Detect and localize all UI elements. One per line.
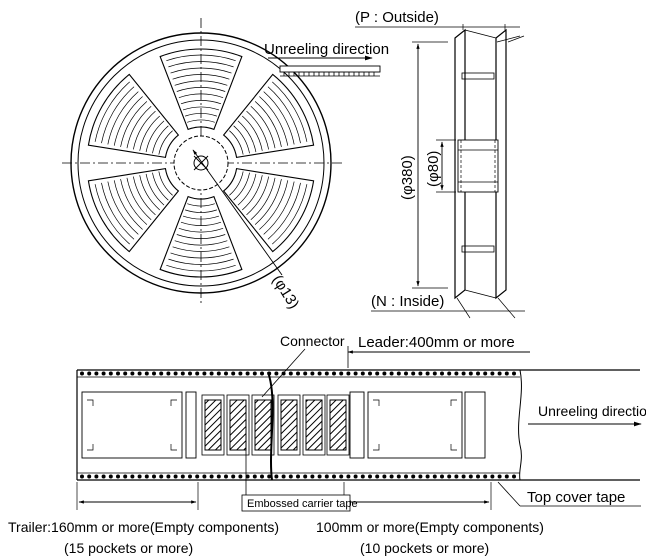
empty-pocket <box>464 391 486 459</box>
reel-window <box>87 168 180 253</box>
reel-window <box>159 48 243 131</box>
sprocket-holes <box>80 371 516 479</box>
dia-13-label: (φ13) <box>269 272 303 312</box>
empty-pocket <box>81 391 183 459</box>
empty-pocket <box>185 391 197 459</box>
carrier-tape-view: Connector Leader:400mm or more Unreeling… <box>8 333 646 556</box>
empty-pockets <box>81 391 486 459</box>
reel-window <box>87 73 180 158</box>
dia-80-label: (φ80) <box>425 151 442 187</box>
dia-380-label: (φ380) <box>399 155 416 200</box>
leader-label: Leader:400mm or more <box>358 334 515 351</box>
tape-unreeling-direction-label: Unreeling direction <box>538 403 646 419</box>
outside-label: (P : Outside) <box>355 9 439 26</box>
side-flange-right <box>495 28 507 300</box>
connector-label: Connector <box>280 333 345 349</box>
reel-unreeling-direction-label: Unreeling direction <box>264 41 389 58</box>
hatched-components <box>201 394 350 456</box>
leader-empty-label: 100mm or more(Empty components) <box>316 519 544 535</box>
empty-pocket <box>349 391 365 459</box>
trailer-pockets-label: (15 pockets or more) <box>64 540 193 556</box>
reel-window <box>159 195 243 278</box>
empty-pocket <box>367 391 463 459</box>
inside-label: (N : Inside) <box>371 293 444 310</box>
component-pocket <box>280 399 298 451</box>
reel-front-view: (φ13) Unreeling direction <box>62 18 389 312</box>
component-pocket <box>254 399 272 451</box>
reel-windows <box>87 48 315 278</box>
component-pocket <box>329 399 347 451</box>
reel-tape-segment <box>279 65 381 77</box>
component-pocket <box>204 399 222 451</box>
connector-band <box>267 371 274 481</box>
trailer-label: Trailer:160mm or more(Empty components) <box>8 519 279 535</box>
reel-outer-flange <box>70 32 332 294</box>
leader-pockets-label: (10 pockets or more) <box>360 540 489 556</box>
reel-window <box>222 168 315 253</box>
component-pocket <box>229 399 247 451</box>
reel-window <box>222 73 315 158</box>
embossed-carrier-tape-label: Embossed carrier tape <box>247 498 358 510</box>
reel-side-view: (P : Outside) (N : Inside) (φ380) (φ80) <box>355 9 525 319</box>
top-cover-tape-label: Top cover tape <box>527 489 625 506</box>
side-hub <box>457 139 499 193</box>
component-pocket <box>305 399 323 451</box>
